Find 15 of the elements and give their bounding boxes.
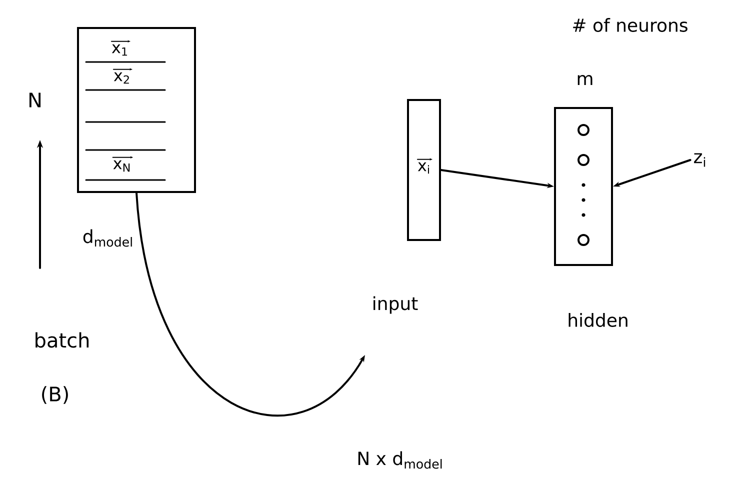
text-label: N: [29, 92, 41, 108]
vector-label: x$_{i}$: [418, 162, 429, 174]
vector-label: x$_{2}$: [114, 72, 129, 84]
text-label: (B): [42, 386, 68, 404]
edge-label: N x d$_{model}$: [354, 449, 446, 471]
vector-label: x$_{1}$: [112, 44, 127, 56]
text-label: batch: [36, 332, 89, 348]
caption-label: d$_{model}$: [83, 229, 132, 247]
variable-label: z$_{i}$: [694, 153, 706, 167]
caption-label: m: [578, 74, 592, 86]
caption-label: hidden: [568, 313, 628, 327]
caption-label: input: [374, 296, 418, 314]
arrow: [136, 192, 365, 417]
caption-label: # of neurons: [573, 18, 688, 32]
vector-label: x$_{N}$: [113, 160, 130, 172]
